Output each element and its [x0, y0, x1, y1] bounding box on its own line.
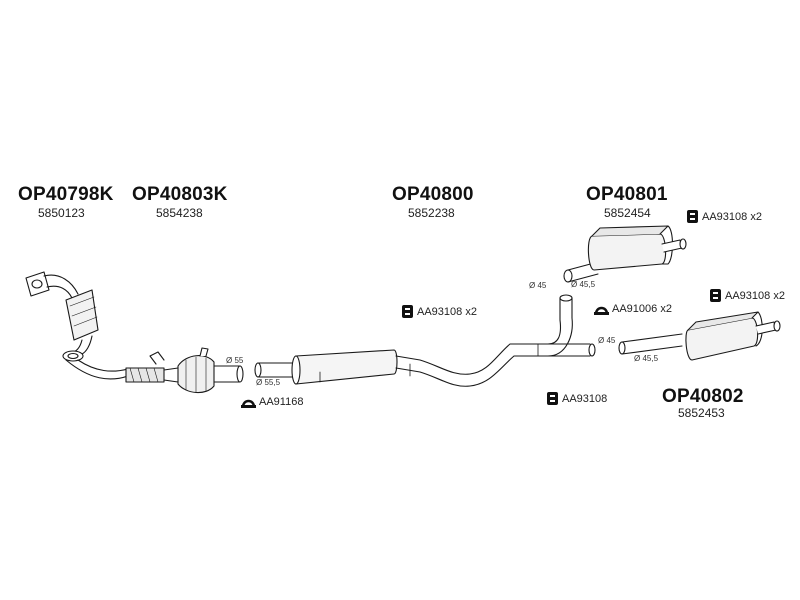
- clamp-icon: [402, 305, 413, 318]
- part-number-5852238: 5852238: [408, 206, 455, 220]
- part-code-op40802: OP40802: [662, 386, 744, 407]
- diameter-label-45-upper: Ø 45: [529, 281, 547, 290]
- part-code-op40801: OP40801: [586, 184, 668, 205]
- fitting-aa93108-x2-center: AA93108 x2: [401, 304, 477, 319]
- part-number-5852453: 5852453: [678, 406, 725, 420]
- diameter-label-45-5-upper: Ø 45,5: [571, 280, 596, 289]
- rear-muffler-lower: [618, 311, 781, 361]
- part-number-5854238: 5854238: [156, 206, 203, 220]
- part-code-op40800: OP40800: [392, 184, 474, 205]
- fitting-aa93108-x2-top: AA93108 x2: [686, 209, 762, 224]
- secondary-catalyst: [149, 347, 244, 394]
- fitting-aa91168: AA91168: [241, 395, 303, 409]
- part-code-op40803k: OP40803K: [132, 184, 228, 205]
- clamp-icon: [710, 289, 721, 302]
- part-number-5852454: 5852454: [604, 206, 651, 220]
- diameter-label-55: Ø 55: [226, 356, 244, 365]
- diameter-label-55-5: Ø 55,5: [256, 378, 281, 387]
- center-muffler: [254, 294, 596, 387]
- diameter-label-45-lower: Ø 45: [598, 336, 616, 345]
- fitting-aa93108-bottom: AA93108: [546, 391, 607, 406]
- front-pipe-catalyst: [25, 271, 179, 383]
- clamp-icon: [547, 392, 558, 405]
- fitting-aa93108-x2-right: AA93108 x2: [709, 288, 785, 303]
- diameter-label-45-5-lower: Ø 45,5: [634, 354, 659, 363]
- fitting-aa91006-x2: AA91006 x2: [594, 302, 672, 316]
- hanger-icon: [241, 399, 256, 408]
- rear-muffler-upper: [563, 225, 687, 283]
- part-number-5850123: 5850123: [38, 206, 85, 220]
- clamp-icon: [687, 210, 698, 223]
- part-code-op40798k: OP40798K: [18, 184, 114, 205]
- hanger-icon: [594, 306, 609, 315]
